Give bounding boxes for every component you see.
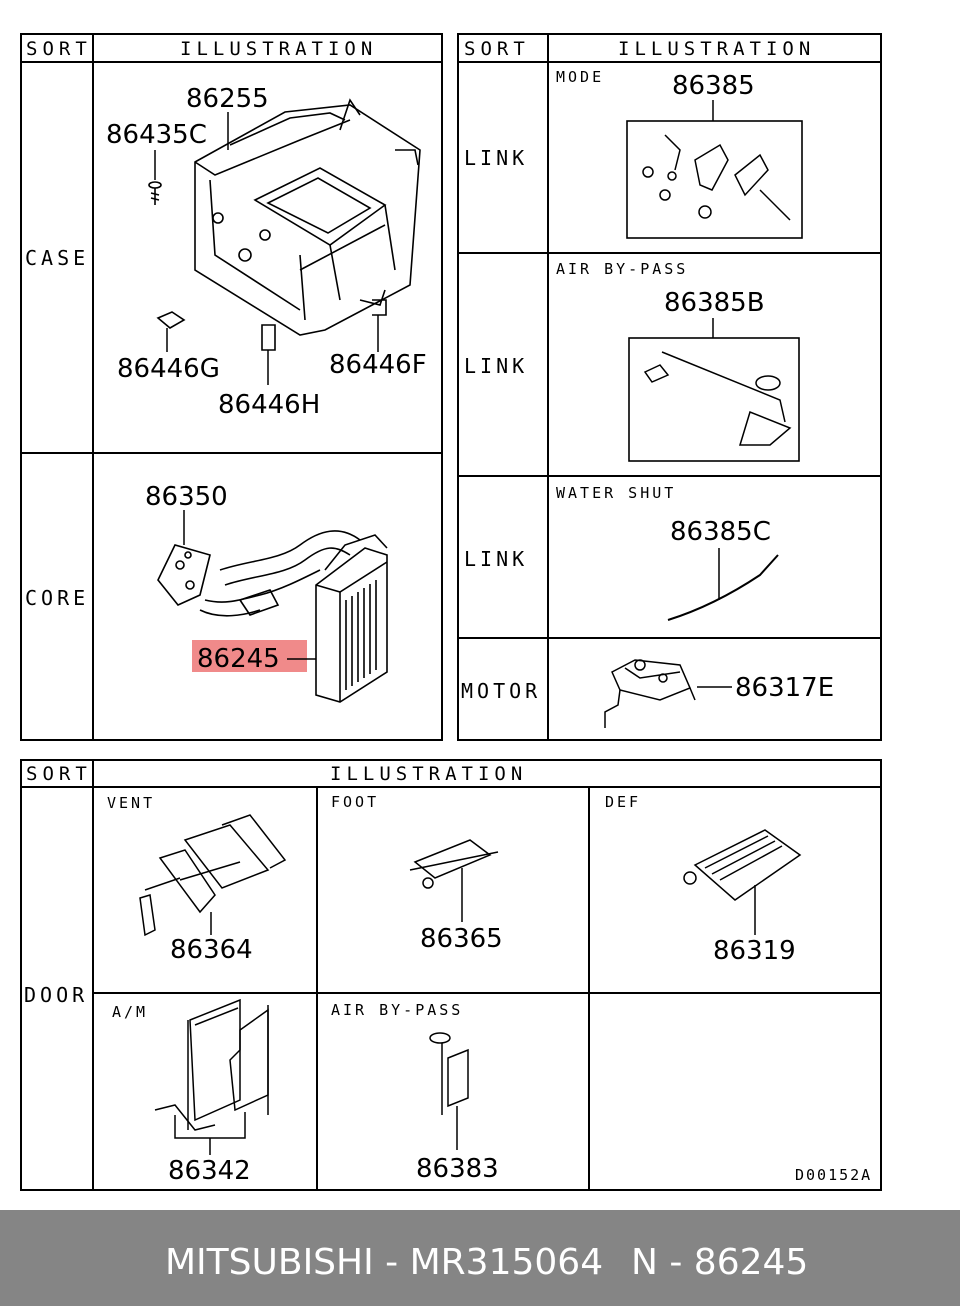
motor-drawing xyxy=(604,659,696,728)
sublabel-foot: FOOT xyxy=(331,793,379,811)
vent-door-drawing xyxy=(139,814,287,937)
part-label-86385B: 86385B xyxy=(664,288,765,318)
sort-motor: MOTOR xyxy=(461,679,541,703)
part-label-86245: 86245 xyxy=(197,644,280,674)
mode-link-drawing xyxy=(642,134,791,221)
sort-link-bypass: LINK xyxy=(464,354,528,378)
highlight-86245 xyxy=(192,640,307,672)
sublabel-am: A/M xyxy=(112,1003,148,1021)
table-case-core xyxy=(20,33,443,741)
part-label-86364: 86364 xyxy=(170,935,253,965)
part-label-86319: 86319 xyxy=(713,936,796,966)
table-link-motor xyxy=(457,33,882,741)
part-label-86435C: 86435C xyxy=(106,120,207,150)
sort-link-water: LINK xyxy=(464,547,528,571)
sublabel-air-bypass-door: AIR BY-PASS xyxy=(331,1001,463,1019)
clip-drawings xyxy=(156,299,387,351)
sort-link-mode: LINK xyxy=(464,146,528,170)
part-label-86317E: 86317E xyxy=(735,673,834,703)
parts-diagram: SORT ILLUSTRATION CASE CORE 86255 xyxy=(20,33,882,1191)
part-label-86446F: 86446F xyxy=(329,350,427,380)
illustration-header: ILLUSTRATION xyxy=(180,38,377,60)
bypass-link-drawing xyxy=(643,351,792,446)
def-door-drawing xyxy=(683,829,802,901)
sort-door: DOOR xyxy=(24,983,88,1007)
bypass-door-drawing xyxy=(429,1032,469,1115)
sort-header: SORT xyxy=(26,38,92,60)
part-label-86365: 86365 xyxy=(420,924,503,954)
footer-bar: MITSUBISHI - MR315064 N - 86245 xyxy=(0,1210,960,1306)
heater-case-drawing xyxy=(194,98,421,336)
part-label-86385: 86385 xyxy=(672,71,755,101)
sublabel-def: DEF xyxy=(605,793,641,811)
part-label-86342: 86342 xyxy=(168,1156,251,1186)
water-shut-rod xyxy=(667,554,779,621)
sort-core: CORE xyxy=(25,586,89,610)
sublabel-water-shut: WATER SHUT xyxy=(556,484,676,502)
sort-header-right: SORT xyxy=(464,38,530,60)
part-label-86446G: 86446G xyxy=(117,354,220,384)
sublabel-mode: MODE xyxy=(556,68,604,86)
illustration-header-door: ILLUSTRATION xyxy=(330,763,527,785)
foot-door-drawing xyxy=(409,839,499,889)
footer-reference: N - 86245 xyxy=(631,1242,809,1283)
footer-brand-part: MITSUBISHI - MR315064 xyxy=(165,1242,604,1283)
part-label-86350: 86350 xyxy=(145,482,228,512)
am-door-drawing xyxy=(154,998,269,1139)
part-label-86383: 86383 xyxy=(416,1154,499,1184)
sublabel-air-bypass-link: AIR BY-PASS xyxy=(556,260,688,278)
part-label-86255: 86255 xyxy=(186,84,269,114)
screw-drawing xyxy=(148,181,162,205)
sort-header-door: SORT xyxy=(26,763,92,785)
sort-case: CASE xyxy=(25,246,89,270)
part-label-86446H: 86446H xyxy=(218,390,320,420)
illustration-header-right: ILLUSTRATION xyxy=(618,38,815,60)
part-label-86385C: 86385C xyxy=(670,517,771,547)
sublabel-vent: VENT xyxy=(107,794,155,812)
table-door xyxy=(20,759,882,1191)
diagram-code: D00152A xyxy=(795,1166,872,1184)
heater-core-drawing xyxy=(157,530,388,703)
